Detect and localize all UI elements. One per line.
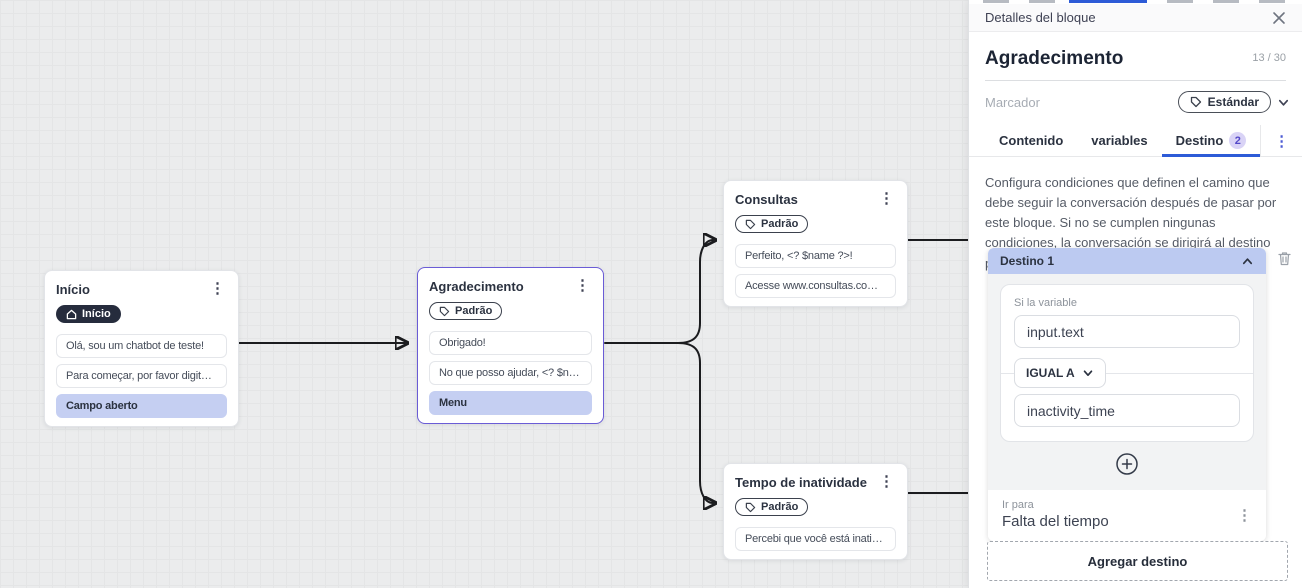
add-condition-icon[interactable] [1115, 452, 1139, 476]
message-bubble-highlighted[interactable]: Menu [429, 390, 592, 415]
tab-contenido[interactable]: Contenido [999, 133, 1064, 148]
message-bubble[interactable]: Olá, sou um chatbot de teste! [56, 333, 227, 358]
node-consultas[interactable]: Consultas ⋮ Padrão Perfeito, <? $name ?>… [723, 180, 908, 307]
condition-card: Si la variable IGUAL A [1000, 284, 1254, 442]
node-title: Consultas [735, 192, 798, 207]
message-bubble[interactable]: Obrigado! [429, 330, 592, 355]
node-title: Tempo de inatividade [735, 475, 867, 490]
tab-destino-count-badge: 2 [1229, 132, 1247, 149]
tag-icon [745, 219, 756, 230]
message-bubble[interactable]: No que posso ajudar, <? $name ... [429, 360, 592, 385]
badge-label: Padrão [761, 218, 799, 230]
node-type-badge: Padrão [429, 302, 503, 320]
condition-variable-input[interactable] [1014, 315, 1240, 348]
goto-label: Ir para [1002, 499, 1034, 511]
kebab-menu-icon[interactable]: ⋮ [210, 280, 225, 297]
tabs-overflow-menu-icon[interactable]: ⋮ [1260, 125, 1302, 156]
destination-card: Destino 1 Si la variable IGUAL A [988, 248, 1266, 541]
kebab-menu-icon[interactable]: ⋮ [575, 277, 590, 294]
chevron-up-icon[interactable] [1241, 255, 1254, 268]
kebab-menu-icon[interactable]: ⋮ [879, 190, 894, 207]
operator-value: IGUAL A [1026, 366, 1075, 380]
panel-title: Detalles del bloque [985, 10, 1096, 25]
home-icon [66, 309, 77, 320]
operator-divider [1001, 373, 1253, 374]
message-bubble[interactable]: Percebi que você está inativo. C... [735, 526, 896, 551]
block-name-field[interactable]: Agradecimento [985, 48, 1124, 69]
node-type-badge: Início [56, 305, 121, 323]
char-counter: 13 / 30 [1252, 52, 1286, 64]
node-type-badge: Padrão [735, 498, 809, 516]
badge-label: Início [82, 308, 111, 320]
tag-icon [439, 306, 450, 317]
kebab-menu-icon[interactable]: ⋮ [879, 473, 894, 490]
goto-value: Falta del tiempo [1002, 513, 1109, 530]
tag-icon [745, 502, 756, 513]
marker-value: Estándar [1207, 95, 1259, 109]
node-inicio[interactable]: Início ⋮ Início Olá, sou um chatbot de t… [44, 270, 239, 427]
tab-destino-label: Destino [1175, 133, 1224, 148]
block-details-panel: Detalles del bloque Agradecimento 13 / 3… [968, 0, 1302, 588]
chevron-down-icon[interactable] [1277, 96, 1290, 109]
node-title: Agradecimento [429, 279, 524, 294]
condition-label: Si la variable [1014, 297, 1077, 309]
node-tempo-inatividade[interactable]: Tempo de inatividade ⋮ Padrão Percebi qu… [723, 463, 908, 560]
destination-title: Destino 1 [1000, 254, 1055, 268]
tab-bar: Contenido variables Destino 2 ⋮ [969, 125, 1302, 157]
condition-value-input[interactable] [1014, 394, 1240, 427]
message-bubble[interactable]: Acesse www.consultas.com par... [735, 273, 896, 298]
node-type-badge: Padrão [735, 215, 809, 233]
top-clipped-active-indicator [1069, 0, 1147, 3]
goto-row[interactable]: Ir para Falta del tiempo ⋮ [988, 490, 1266, 541]
destination-card-header[interactable]: Destino 1 [988, 248, 1266, 274]
add-destination-button[interactable]: Agregar destino [987, 541, 1288, 581]
goto-kebab-menu-icon[interactable]: ⋮ [1237, 506, 1252, 524]
tag-icon [1190, 96, 1202, 108]
message-bubble[interactable]: Para começar, por favor digite o ... [56, 363, 227, 388]
tab-variables[interactable]: variables [1091, 133, 1148, 148]
message-bubble-highlighted[interactable]: Campo aberto [56, 393, 227, 418]
title-divider [985, 80, 1286, 81]
close-icon[interactable] [1272, 11, 1286, 25]
badge-label: Padrão [761, 501, 799, 513]
marker-placeholder: Marcador [985, 94, 1040, 110]
badge-label: Padrão [455, 305, 493, 317]
node-title: Início [56, 282, 90, 297]
chevron-down-icon [1082, 367, 1094, 379]
node-agradecimento[interactable]: Agradecimento ⋮ Padrão Obrigado! No que … [417, 267, 604, 424]
top-clipped-tabs [969, 0, 1302, 4]
operator-select[interactable]: IGUAL A [1014, 358, 1106, 388]
tab-destino[interactable]: Destino 2 [1161, 125, 1261, 157]
delete-destination-icon[interactable] [1276, 250, 1293, 267]
message-bubble[interactable]: Perfeito, <? $name ?>! [735, 243, 896, 268]
marker-select[interactable]: Estándar [1177, 91, 1271, 113]
